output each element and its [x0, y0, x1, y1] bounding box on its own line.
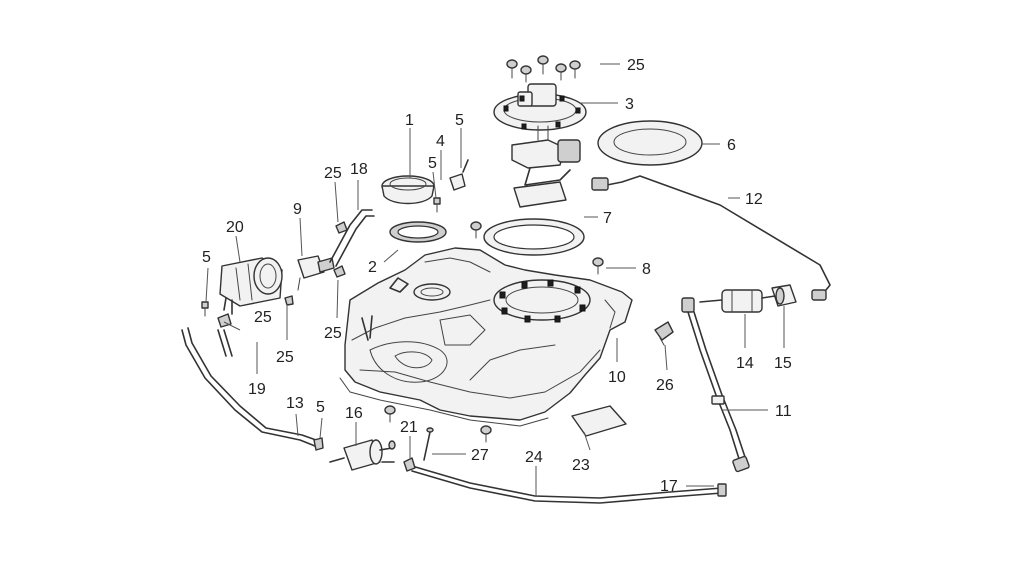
clip-21 — [403, 457, 416, 472]
callout-14: 14 — [736, 355, 754, 372]
callout-5: 5 — [202, 249, 211, 266]
callout-11: 11 — [775, 403, 792, 420]
pump-plate — [597, 120, 703, 166]
pin-27 — [423, 427, 434, 461]
hose-13 — [181, 327, 324, 451]
callout-27: 27 — [471, 447, 489, 464]
callout-24: 24 — [525, 449, 543, 466]
bolt-5-left — [201, 301, 209, 317]
callout-4: 4 — [436, 133, 445, 150]
callout-26: 26 — [656, 377, 674, 394]
callout-8: 8 — [642, 261, 651, 278]
sensor-bolt-4 — [449, 159, 469, 191]
callout-19: 19 — [248, 381, 266, 398]
callout-3: 3 — [625, 96, 634, 113]
canister-22 — [219, 257, 283, 315]
pad-23 — [571, 405, 627, 437]
bolt-tank-bottom — [384, 405, 492, 443]
callout-23: 23 — [572, 457, 590, 474]
callout-2: 2 — [368, 259, 377, 276]
pump-nuts — [506, 55, 581, 83]
bolt-5-upper — [433, 197, 441, 213]
callout-9: 9 — [293, 201, 302, 218]
bolt-8 — [592, 257, 604, 275]
leader-lines — [205, 63, 785, 496]
hose-19 — [217, 329, 233, 357]
callout-21: 21 — [400, 419, 418, 436]
callout-1: 1 — [405, 112, 414, 129]
cap-gasket — [389, 221, 447, 243]
callout-13: 13 — [286, 395, 304, 412]
callout-20: 18 — [350, 161, 368, 178]
hose-20 — [329, 209, 375, 267]
callout-5: 5 — [428, 155, 437, 172]
valve-9 — [297, 255, 335, 291]
hose-clamp-26 — [654, 321, 674, 346]
fuel-tank — [339, 247, 633, 427]
callout-22: 20 — [226, 219, 244, 236]
callout-15: 15 — [774, 355, 792, 372]
callout-17: 17 — [660, 478, 678, 495]
callout-7: 7 — [603, 210, 612, 227]
callout-25: 25 — [276, 349, 294, 366]
callout-18: 16 — [345, 405, 363, 422]
callout-16: 25 — [627, 57, 645, 74]
callout-25: 25 — [324, 325, 342, 342]
callout-5: 5 — [316, 399, 325, 416]
return-hose — [681, 297, 750, 473]
callout-25: 25 — [254, 309, 272, 326]
callout-6: 6 — [727, 137, 736, 154]
fuel-connector — [771, 284, 797, 307]
filler-cap — [381, 175, 435, 205]
callout-25: 25 — [324, 165, 342, 182]
seal-ring — [483, 218, 585, 256]
callout-5: 5 — [455, 112, 464, 129]
bolt-tank-top — [470, 221, 482, 239]
long-hose-24 — [411, 465, 727, 504]
fuel-pump-assembly — [493, 83, 587, 208]
callout-12: 12 — [745, 191, 763, 208]
callout-labels: 25 3 1 5 4 5 6 7 8 2 9 18 25 10 12 14 15… — [202, 57, 792, 495]
callout-10: 10 — [608, 369, 626, 386]
valve-18 — [329, 439, 396, 471]
fuel-filter — [699, 289, 776, 313]
fuel-line — [591, 175, 831, 301]
